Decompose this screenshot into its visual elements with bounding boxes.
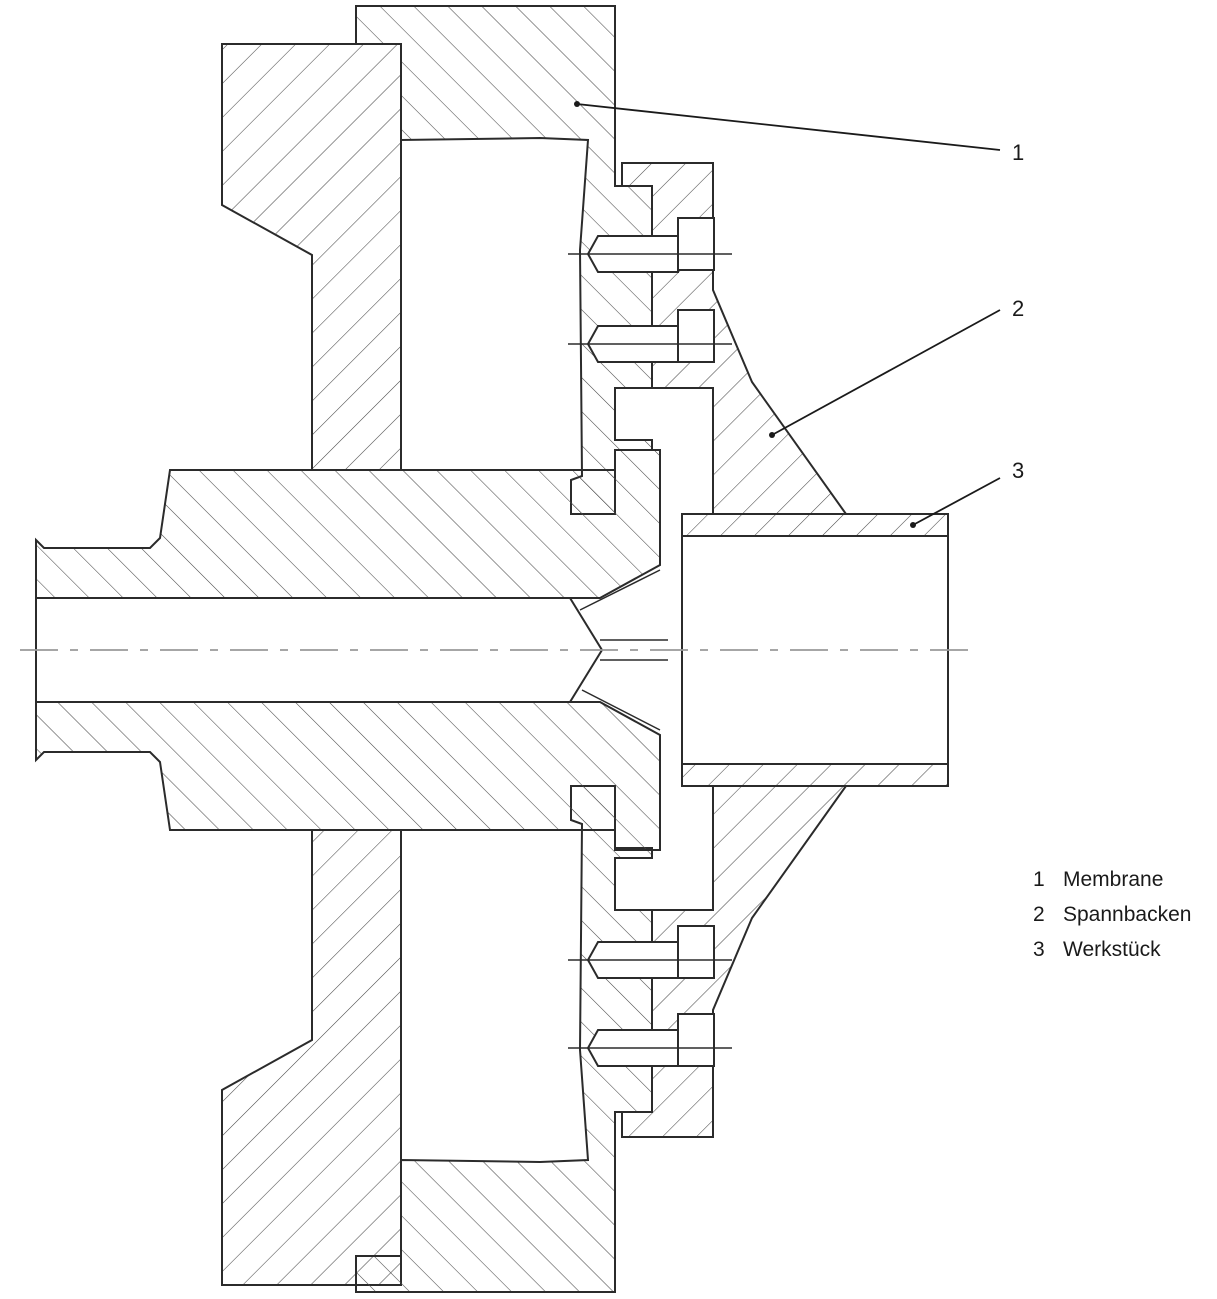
legend-item: 3 Werkstück (1033, 932, 1191, 967)
callout-3: 3 (910, 458, 1024, 528)
screw-bottom-1 (568, 925, 732, 979)
legend-number: 2 (1033, 903, 1045, 926)
callout-1-number: 1 (1012, 140, 1024, 165)
legend-label: Werkstück (1063, 938, 1161, 961)
legend-number: 3 (1033, 938, 1045, 961)
parts-legend: 1 Membrane 2 Spannbacken 3 Werkstück (1033, 862, 1191, 967)
callout-2: 2 (769, 296, 1024, 438)
legend-number: 1 (1033, 868, 1045, 891)
legend-item: 2 Spannbacken (1033, 897, 1191, 932)
legend-label: Spannbacken (1063, 903, 1192, 926)
callout-3-number: 3 (1012, 458, 1024, 483)
screw-top-1 (568, 217, 732, 273)
screws (568, 217, 732, 1067)
legend-label: Membrane (1063, 868, 1164, 891)
callout-2-number: 2 (1012, 296, 1024, 321)
screw-top-2 (568, 309, 732, 363)
screw-bottom-2 (568, 1013, 732, 1067)
spindle-hub (35, 449, 668, 851)
legend-item: 1 Membrane (1033, 862, 1191, 897)
callout-1: 1 (574, 101, 1024, 165)
